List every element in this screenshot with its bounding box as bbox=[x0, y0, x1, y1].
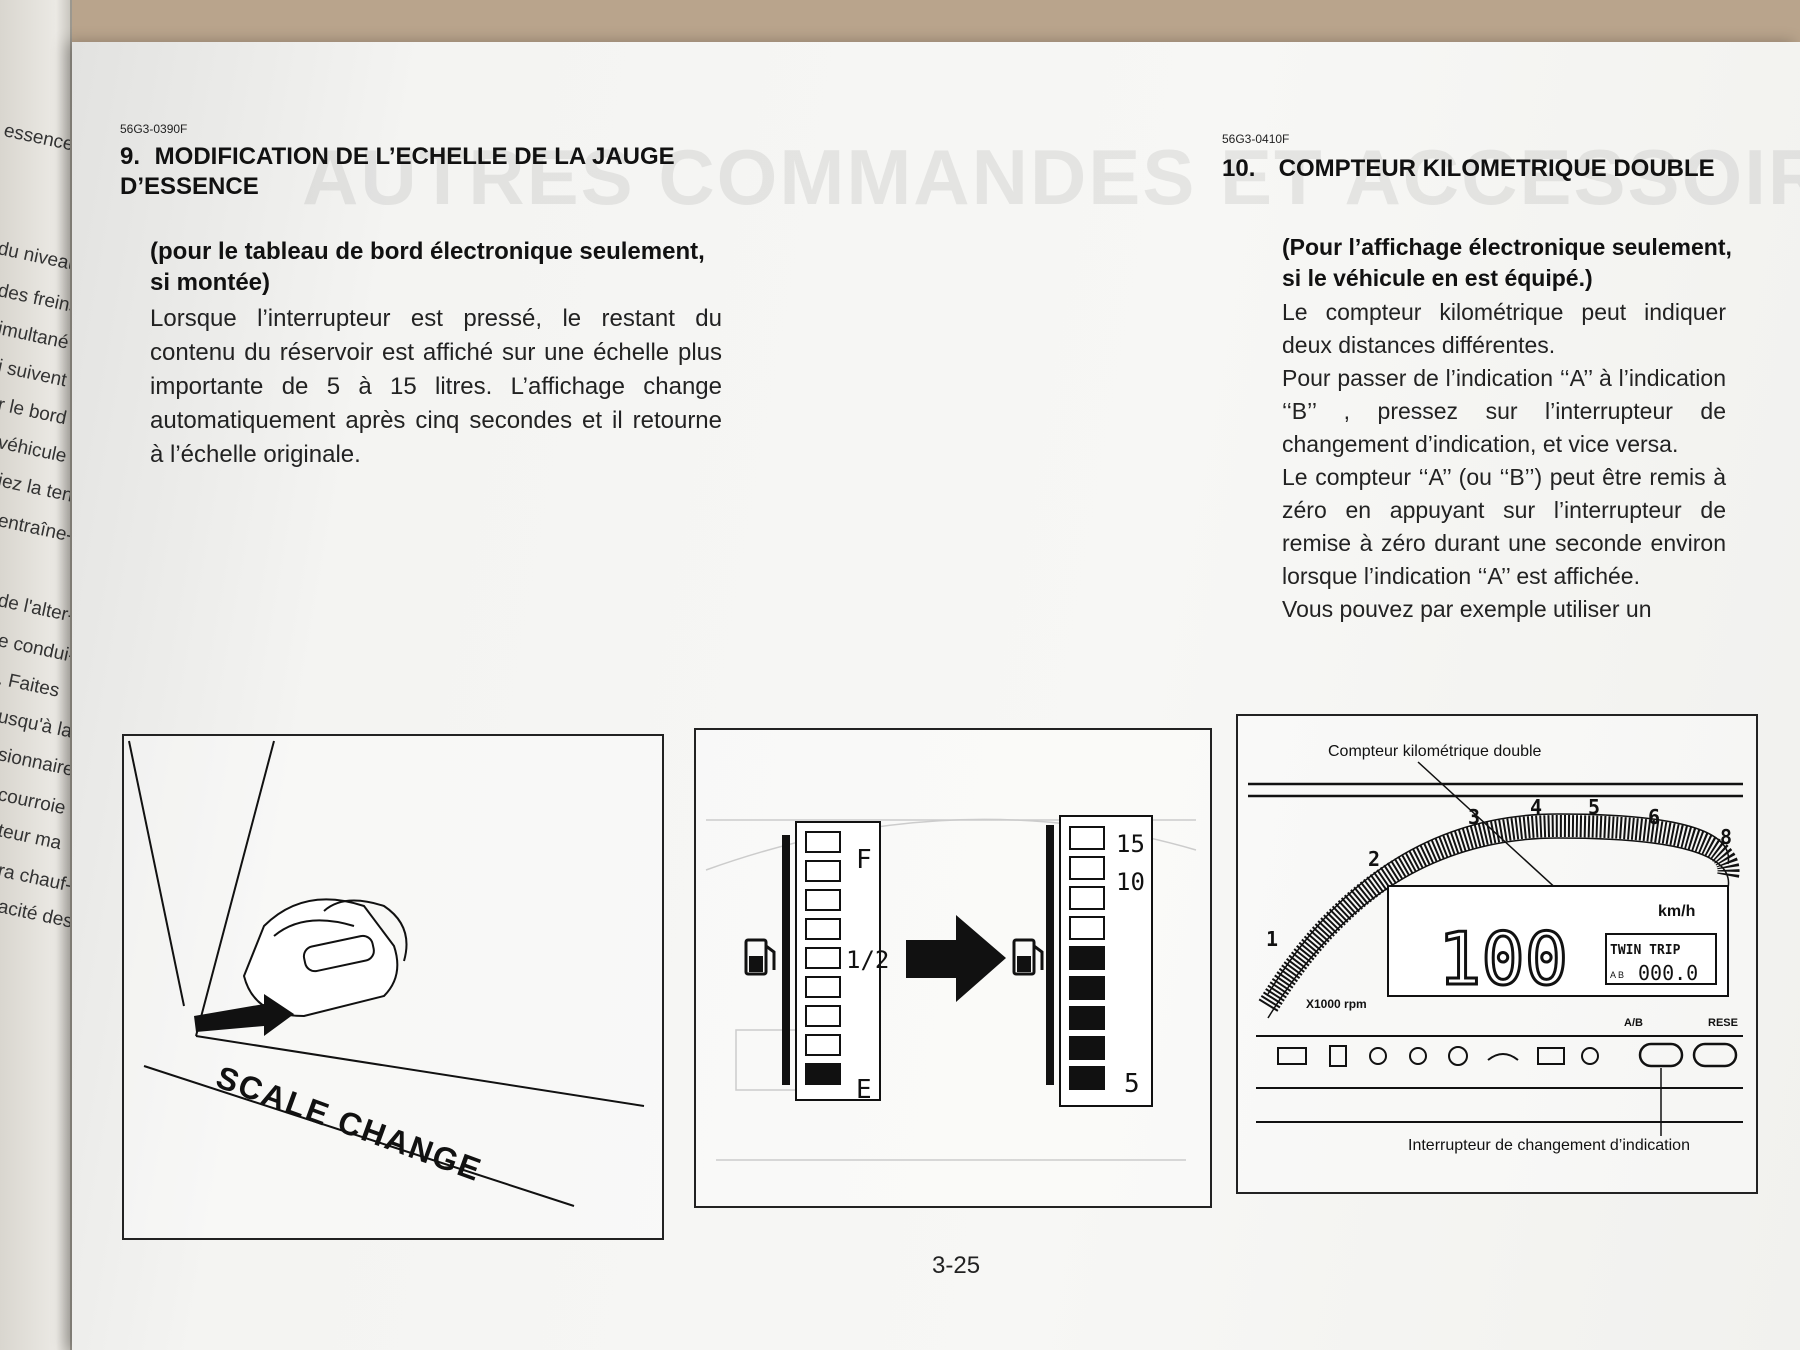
section9-paragraph: Lorsque l’interrupteur est pressé, le re… bbox=[150, 305, 722, 468]
rpm-tick: 1 bbox=[1266, 927, 1278, 951]
previous-page-text-fragment: sionnaire bbox=[0, 744, 72, 781]
previous-page-text-fragment: i suivent bbox=[0, 356, 69, 392]
right-gauge-segments bbox=[1069, 826, 1105, 1090]
gauge-segment bbox=[805, 976, 841, 998]
figure-fuel-gauge-scale: F 1/2 E 15 10 5 bbox=[694, 728, 1212, 1208]
section10-paragraph-2: Pour passer de l’indication ‘‘A’’ à l’in… bbox=[1282, 365, 1726, 457]
gauge-segment bbox=[1069, 1006, 1105, 1030]
section10-subtitle: (Pour l’affichage électronique seulement… bbox=[1282, 234, 1732, 291]
scale-change-label: SCALE CHANGE bbox=[212, 1059, 487, 1189]
gauge-segment bbox=[805, 1034, 841, 1056]
rpm-tick: 6 bbox=[1648, 805, 1660, 829]
left-gauge-segments bbox=[805, 831, 841, 1085]
rpm-tick: 2 bbox=[1368, 847, 1380, 871]
reset-switch-icon bbox=[1692, 1042, 1738, 1068]
callout-indicator-switch: Interrupteur de changement d’indication bbox=[1408, 1137, 1690, 1154]
gauge-segment bbox=[805, 1005, 841, 1027]
section10-paragraph-3: Le compteur ‘‘A’’ (ou ‘‘B’’) peut être r… bbox=[1282, 464, 1726, 589]
left-scale-bottom: E bbox=[856, 1075, 872, 1105]
section10-code: 56G3-0410F bbox=[1222, 132, 1290, 146]
gauge-segment bbox=[1069, 826, 1105, 850]
trip-ab-indicator: A B bbox=[1610, 970, 1624, 980]
rpm-unit: X1000 rpm bbox=[1306, 997, 1367, 1011]
previous-page-text-fragment: de l'alter- bbox=[0, 590, 72, 627]
section10-heading: 10. COMPTEUR KILOMETRIQUE DOUBLE bbox=[1222, 154, 1722, 184]
right-scale-top: 15 bbox=[1116, 830, 1145, 858]
previous-page-text-fragment: ra chauf- bbox=[0, 860, 72, 897]
previous-page-text-fragment: véhicule bbox=[0, 432, 69, 468]
ab-switch-icon bbox=[1638, 1042, 1684, 1068]
gauge-segment bbox=[805, 1063, 841, 1085]
section10-body: Le compteur kilométrique peut indiquer d… bbox=[1282, 296, 1726, 626]
left-scale-mid: 1/2 bbox=[846, 946, 889, 974]
figure-twin-trip-odometer: Compteur kilométrique double 1 2 3 4 5 6… bbox=[1236, 714, 1758, 1194]
previous-page-text-fragment: acité des bbox=[0, 896, 72, 933]
section9-code: 56G3-0390F bbox=[120, 122, 188, 136]
gauge-segment bbox=[1069, 856, 1105, 880]
previous-page-text-fragment: teur ma bbox=[0, 820, 64, 855]
section10-title: COMPTEUR KILOMETRIQUE DOUBLE bbox=[1278, 155, 1715, 182]
section10-paragraph-4: Vous pouvez par exemple utiliser un bbox=[1282, 596, 1652, 622]
reset-switch-label: RESE bbox=[1708, 1017, 1738, 1029]
left-scale-top: F bbox=[856, 845, 872, 875]
right-scale-mid: 10 bbox=[1116, 868, 1145, 896]
gauge-segment bbox=[1069, 946, 1105, 970]
manual-page: AUTRES COMMANDES ET ACCESSOIRES 56G3-039… bbox=[72, 42, 1800, 1350]
speed-readout: 100 bbox=[1438, 917, 1568, 1001]
rpm-tick: 4 bbox=[1530, 795, 1542, 819]
fuel-pump-icon bbox=[1012, 938, 1044, 976]
previous-page-text-fragment: usqu'à la bbox=[0, 706, 72, 743]
gauge-segment bbox=[1069, 1036, 1105, 1060]
section9-number: 9. bbox=[120, 143, 141, 170]
right-scale-bottom: 5 bbox=[1124, 1069, 1140, 1099]
gauge-segment bbox=[805, 947, 841, 969]
section10-number: 10. bbox=[1222, 155, 1256, 182]
previous-page-text-fragment: essence bbox=[1, 120, 72, 156]
section9-heading: 9. MODIFICATION DE L’ECHELLE DE LA JAUGE… bbox=[120, 142, 720, 202]
page-number: 3-25 bbox=[932, 1252, 981, 1279]
gauge-segment bbox=[1069, 886, 1105, 910]
ab-switch-label: A/B bbox=[1624, 1017, 1643, 1029]
gauge-segment bbox=[1069, 1066, 1105, 1090]
previous-page-text-fragment: courroie bbox=[0, 784, 68, 820]
previous-page-text-fragment: du niveau bbox=[0, 238, 72, 276]
callout-twin-odometer: Compteur kilométrique double bbox=[1328, 743, 1542, 760]
rpm-tick: 8 bbox=[1720, 825, 1732, 849]
bleed-through-heading: AUTRES COMMANDES ET ACCESSOIRES bbox=[302, 133, 1800, 221]
speed-unit: km/h bbox=[1658, 903, 1695, 920]
scale-change-arrow bbox=[906, 915, 1006, 1002]
previous-page-text-fragment: r le bord bbox=[0, 394, 69, 430]
section9-subtitle: (pour le tableau de bord électronique se… bbox=[150, 238, 705, 296]
rpm-tick: 5 bbox=[1588, 795, 1600, 819]
previous-page-text-fragment: imultané bbox=[0, 318, 71, 354]
previous-page-text-fragment: . Faites bbox=[0, 668, 62, 702]
section10-paragraph-1: Le compteur kilométrique peut indiquer d… bbox=[1282, 299, 1726, 358]
gauge-segment bbox=[1069, 976, 1105, 1000]
gauge-segment bbox=[805, 918, 841, 940]
gauge-segment bbox=[805, 831, 841, 853]
gauge-segment bbox=[805, 889, 841, 911]
previous-page-text-fragment: des freins bbox=[0, 280, 72, 318]
section9-title: MODIFICATION DE L’ECHELLE DE LA JAUGE D’… bbox=[120, 143, 675, 200]
warning-lamps-row bbox=[1277, 1045, 1599, 1067]
previous-page-text-fragment: entraîne- bbox=[0, 510, 72, 547]
twin-trip-label: TWIN TRIP bbox=[1610, 943, 1681, 958]
gauge-segment bbox=[805, 860, 841, 882]
gauge-segment bbox=[1069, 916, 1105, 940]
trip-readout: 000.0 bbox=[1638, 961, 1698, 985]
figure-scale-change-switch: SCALE CHANGE bbox=[122, 734, 664, 1240]
previous-page-text-fragment: e condui- bbox=[0, 630, 72, 668]
fuel-pump-icon bbox=[744, 938, 776, 976]
section9-body: Lorsque l’interrupteur est pressé, le re… bbox=[150, 302, 722, 472]
rpm-tick: 3 bbox=[1468, 805, 1480, 829]
previous-page-text-fragment: iez la ten- bbox=[0, 470, 72, 508]
